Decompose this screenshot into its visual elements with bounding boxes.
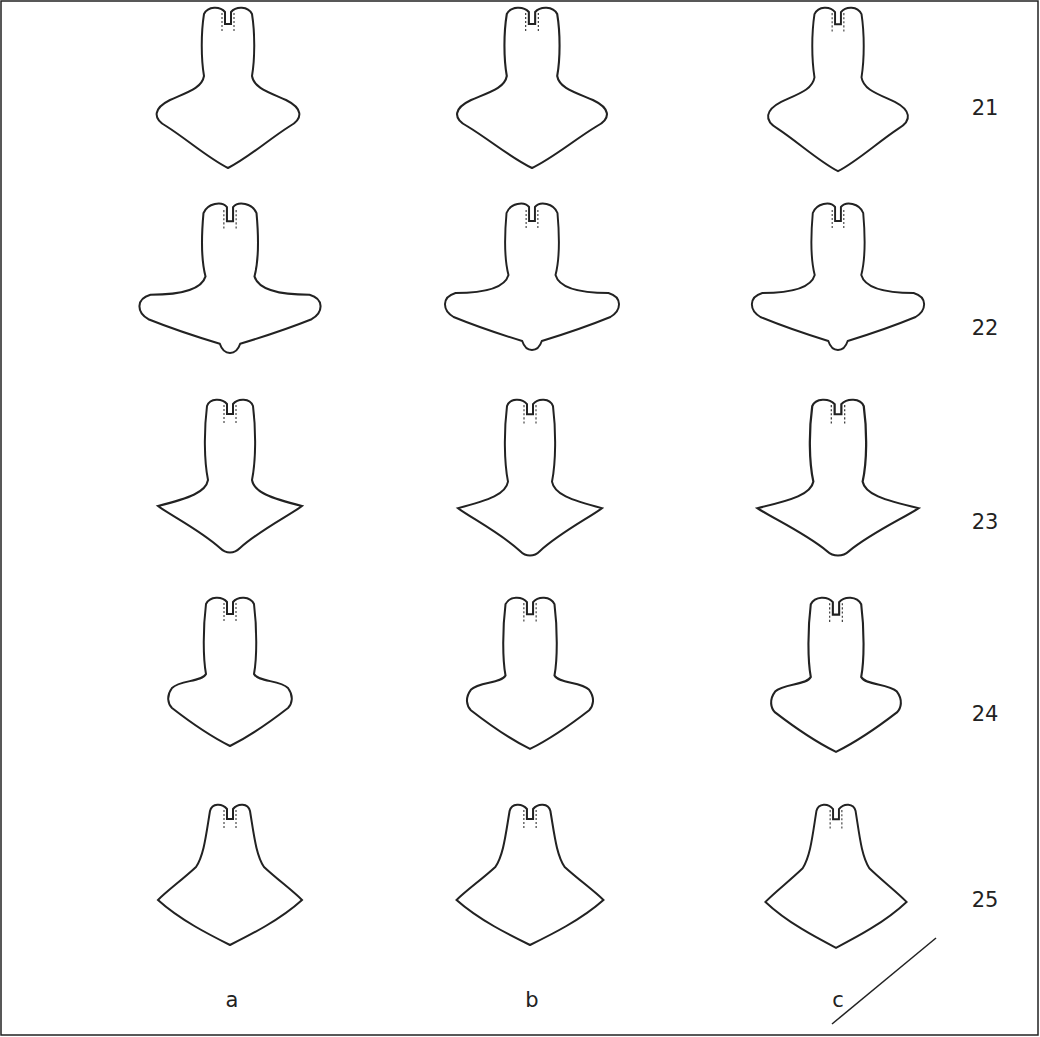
row-number: 23	[972, 512, 999, 533]
genital-outlines	[139, 8, 924, 948]
column-letter: b	[525, 990, 538, 1011]
column-letter: c	[832, 990, 844, 1011]
row-number: 22	[972, 318, 999, 339]
scale-bar	[832, 938, 936, 1024]
row-number: 25	[972, 890, 999, 911]
column-letter: a	[226, 990, 239, 1011]
row-number: 21	[972, 98, 999, 119]
row-number: 24	[972, 704, 999, 725]
